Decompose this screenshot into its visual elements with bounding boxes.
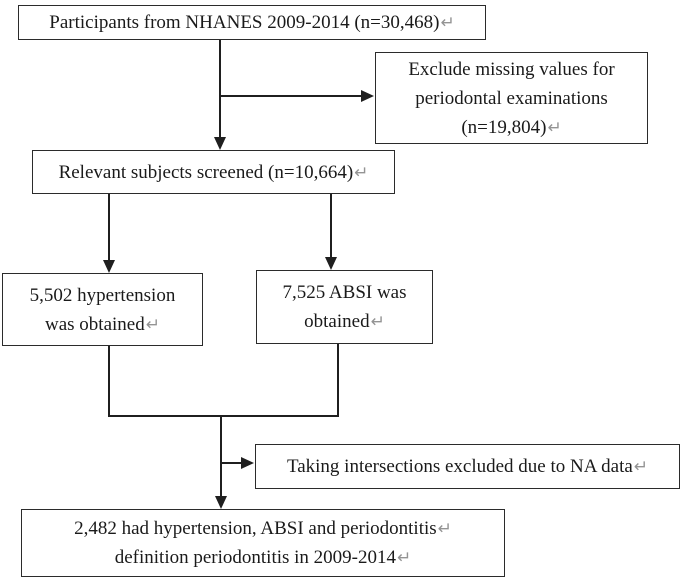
return-mark: ↵ (440, 13, 455, 32)
box-text-line: 2,482 had hypertension, ABSI and periodo… (74, 514, 452, 543)
box-text: (n=19,804) (461, 116, 547, 138)
arrowhead-right-icon (361, 90, 374, 102)
arrowhead-down-icon (215, 496, 227, 509)
box-text: periodontal examinations (415, 87, 608, 109)
box-text: 5,502 hypertension (29, 284, 176, 306)
box-text: obtained (304, 311, 370, 332)
box-text: Taking intersections excluded due to NA … (286, 456, 633, 477)
return-mark: ↵ (547, 117, 562, 137)
box-absi: 7,525 ABSI was obtained↵ (256, 270, 433, 344)
arrowhead-down-icon (103, 260, 115, 273)
connector-relevant-to-absi (330, 194, 332, 257)
box-text-line: Taking intersections excluded due to NA … (287, 452, 648, 481)
box-text-line: was obtained↵ (45, 310, 160, 339)
box-text-line: Participants from NHANES 2009-2014 (n=30… (49, 8, 454, 37)
box-text-line: (n=19,804)↵ (461, 113, 561, 142)
box-text: Participants from NHANES 2009-2014 (n=30… (49, 12, 440, 33)
box-text: 7,525 ABSI was (282, 282, 407, 303)
box-text: Exclude missing values for (408, 58, 615, 80)
return-mark: ↵ (145, 314, 160, 334)
connector-branch-to-taking (222, 462, 242, 464)
box-final-sample: 2,482 had hypertension, ABSI and periodo… (21, 509, 505, 577)
box-text-line: 7,525 ABSI was (282, 278, 406, 307)
connector-merge-horizontal (108, 415, 339, 417)
return-mark: ↵ (370, 312, 385, 331)
return-mark: ↵ (354, 162, 369, 182)
box-text-line: periodontal examinations (415, 84, 608, 113)
box-relevant-screened: Relevant subjects screened (n=10,664)↵ (32, 150, 395, 194)
return-mark: ↵ (437, 519, 452, 538)
box-text-line: obtained↵ (304, 307, 385, 336)
box-text: was obtained (45, 313, 145, 335)
box-hypertension: 5,502 hypertension was obtained↵ (2, 273, 203, 346)
box-participants: Participants from NHANES 2009-2014 (n=30… (18, 5, 486, 40)
box-text: Relevant subjects screened (n=10,664) (58, 161, 354, 183)
box-text-line: Exclude missing values for (408, 55, 614, 84)
return-mark: ↵ (397, 548, 412, 567)
box-text: 2,482 had hypertension, ABSI and periodo… (74, 518, 437, 539)
box-text-line: definition periodontitis in 2009-2014↵ (115, 543, 412, 572)
return-mark: ↵ (633, 457, 649, 476)
connector-participants-to-relevant (219, 40, 221, 138)
connector-hypertension-down (108, 346, 110, 417)
arrowhead-down-icon (214, 137, 226, 150)
box-exclude-missing: Exclude missing values for periodontal e… (375, 52, 648, 144)
arrowhead-down-icon (325, 257, 337, 270)
connector-merge-to-final (220, 415, 222, 496)
box-text: definition periodontitis in 2009-2014 (114, 547, 397, 568)
box-text-line: Relevant subjects screened (n=10,664)↵ (59, 158, 369, 187)
arrowhead-right-icon (241, 457, 254, 469)
connector-relevant-to-hypertension (108, 194, 110, 260)
connector-branch-to-exclude (220, 95, 362, 97)
box-taking-intersections: Taking intersections excluded due to NA … (255, 444, 680, 489)
connector-absi-down (337, 344, 339, 417)
box-text-line: 5,502 hypertension (30, 281, 176, 310)
